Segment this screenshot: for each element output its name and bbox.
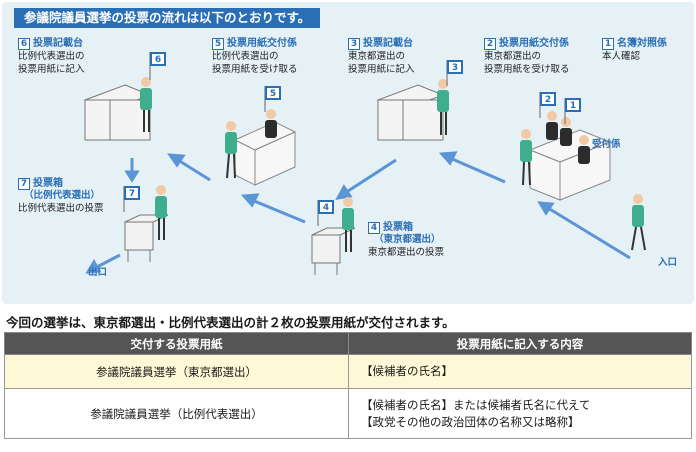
flow-arrow-exit (94, 253, 121, 270)
flow-banner: 参議院議員選挙の投票の流れは以下のとおりです。 (14, 8, 321, 28)
ballot-content: 【候補者の氏名】または候補者氏名に代えて【政党その他の政治団体の名称又は略称】 (348, 388, 692, 439)
step-desc-line: 投票用紙に記入 (18, 63, 85, 75)
reception-clerk (578, 146, 590, 164)
table-header-row: 交付する投票用紙 投票用紙に記入する内容 (4, 332, 692, 355)
voter-entrance (632, 205, 644, 227)
flow-arrow-3-4 (344, 158, 397, 195)
step-desc-line: 投票用紙を受け取る (212, 63, 298, 75)
booth-3 (376, 84, 445, 141)
voter-3 (437, 90, 449, 112)
step-subtitle: （比例代表選出） (24, 190, 101, 201)
ballot-name: 参議院議員選挙（東京都選出） (4, 354, 349, 389)
step-desc-line: 比例代表選出の投票 (18, 203, 104, 214)
heads (141, 77, 643, 207)
step-title: 投票箱 (33, 178, 63, 189)
flow-arrow-3-4-head (335, 184, 353, 200)
step-title: 投票記載台 (33, 38, 83, 49)
step-desc-line: 東京都選出の投票 (368, 247, 445, 258)
table-header: 投票用紙に記入する内容 (348, 332, 692, 355)
flow-arrow-5-6 (177, 158, 211, 182)
ballot-box-4 (311, 227, 356, 275)
step-title: 投票用紙交付係 (227, 38, 297, 49)
clerk-1 (560, 128, 572, 146)
step-subtitle: （東京都選出） (374, 234, 441, 245)
voter-2 (520, 140, 532, 162)
step-title: 投票箱 (383, 222, 413, 233)
step-title: 投票記載台 (363, 38, 413, 49)
voter-4 (342, 208, 354, 230)
step-number: 3 (348, 38, 360, 50)
content-line: 【政党その他の政治団体の名称又は略称】 (361, 414, 580, 429)
people (140, 88, 644, 230)
flag-1-label: 1 (570, 101, 576, 111)
voter-7 (155, 196, 167, 218)
flow-arrow-5-6-head (166, 153, 186, 168)
step-desc-line: 東京都選出の (348, 51, 406, 62)
step-desc-line: 投票用紙に記入 (348, 63, 415, 75)
flag-6-label: 6 (155, 55, 161, 65)
step-number: 6 (18, 38, 30, 50)
flag-4-label: 4 (323, 203, 329, 213)
step-number: 5 (212, 38, 224, 50)
ballot-box-7 (124, 214, 169, 262)
reception-label: 受付係 (592, 139, 621, 150)
step-desc-line: 比例代表選出の (212, 51, 279, 62)
summary-text: 今回の選挙は、東京都選出・比例代表選出の計２枚の投票用紙が交付されます。 (6, 315, 455, 330)
ballot-table: 交付する投票用紙 投票用紙に記入する内容 参議院議員選挙（東京都選出） 【候補者… (4, 332, 692, 439)
step-desc-line: 投票用紙を受け取る (484, 63, 570, 75)
exit-label: 出口 (88, 267, 108, 278)
flag-2-label: 2 (545, 95, 551, 105)
table-header: 交付する投票用紙 (4, 332, 349, 355)
legs (143, 110, 646, 252)
ballot-name: 参議院議員選挙（比例代表選出） (4, 388, 349, 439)
flag-7-label: 7 (129, 189, 135, 199)
content-line: 【候補者の氏名】 (361, 364, 453, 378)
ballot-content: 【候補者の氏名】 (348, 354, 692, 389)
step-number: 1 (602, 38, 614, 50)
reception-desk (528, 129, 612, 201)
content-line: 【候補者の氏名】または候補者氏名に代えて (361, 397, 591, 412)
flag-3-label: 3 (452, 63, 458, 73)
voting-flow-illustration: 6 5 3 2 1 7 4 (83, 52, 646, 275)
table-row: 参議院議員選挙（東京都選出） 【候補者の氏名】 (4, 354, 692, 389)
flow-arrow-1-3-head (438, 151, 458, 166)
step-desc-line: 東京都選出の (484, 51, 542, 62)
flow-arrow-entrance-head (537, 201, 555, 216)
flow-arrow-entrance (547, 206, 631, 260)
step-title: 投票用紙交付係 (499, 38, 569, 49)
entrance-label: 入口 (658, 257, 678, 268)
step-desc-line: 比例代表選出の (18, 51, 85, 62)
voter-6 (140, 88, 152, 110)
staff-dark (265, 120, 590, 164)
clerk-5 (265, 120, 277, 138)
step-number: 2 (484, 38, 496, 50)
flow-arrow-4-5 (251, 198, 306, 224)
step-desc-line: 本人確認 (602, 51, 641, 62)
flow-arrow-1-3 (449, 156, 506, 184)
step-number: 7 (18, 178, 30, 190)
step-title: 名簿対照係 (617, 38, 667, 49)
flag-5-label: 5 (270, 89, 276, 99)
flow-arrow-exit-head (85, 259, 102, 274)
clerk-2 (546, 122, 558, 140)
flow-arrow-6-7-head (124, 170, 140, 183)
flow-arrow-4-5-head (240, 193, 260, 208)
voter-5 (225, 132, 237, 154)
desk-5 (233, 121, 297, 186)
table-row: 参議院議員選挙（比例代表選出） 【候補者の氏名】または候補者氏名に代えて【政党そ… (4, 388, 692, 439)
step-number: 4 (368, 222, 380, 234)
flag-inner (126, 54, 579, 212)
